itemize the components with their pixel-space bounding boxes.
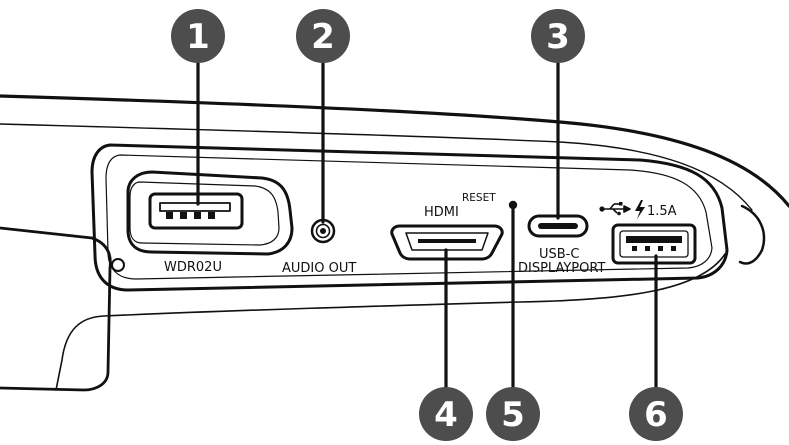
- callout-number-4: 4: [434, 395, 458, 435]
- wdr02u-port: WDR02U: [126, 170, 294, 275]
- label-wdr02u: WDR02U: [164, 260, 222, 275]
- port-panel-outer: [90, 143, 729, 292]
- label-usb-rating: 1.5A: [647, 204, 677, 219]
- hdmi-socket-outer: [390, 224, 504, 261]
- callout-number-5: 5: [501, 395, 525, 435]
- port-panel-inner: [105, 154, 713, 280]
- label-hdmi: HDMI: [424, 205, 459, 220]
- callout-badge-3: 3: [531, 9, 585, 63]
- device-top-edge: [0, 94, 789, 208]
- usb-a-tongue: [626, 236, 682, 243]
- usb-a-socket-outer: [611, 223, 697, 265]
- usb-symbol-icon: [599, 202, 631, 216]
- usb-a-port: 1.5A: [599, 200, 697, 265]
- usb-a-socket-inner: [619, 230, 689, 258]
- callout-number-1: 1: [186, 17, 210, 57]
- hdmi-port: HDMI: [390, 205, 504, 261]
- hdmi-socket-inner: [405, 232, 489, 251]
- callout-badge-5: 5: [486, 387, 540, 441]
- callout-number-3: 3: [546, 17, 570, 57]
- wdr02u-inner-frame: [129, 181, 280, 246]
- callout-badge-4: 4: [419, 387, 473, 441]
- callout-number-6: 6: [644, 395, 668, 435]
- leader-lines: [196, 60, 658, 392]
- callout-badge-6: 6: [629, 387, 683, 441]
- wdr02u-pins: [166, 212, 215, 219]
- audio-out-port: AUDIO OUT: [282, 218, 356, 276]
- audio-jack-inner-ring: [315, 223, 331, 239]
- device-inner-edge: [0, 123, 753, 211]
- audio-jack-hole: [320, 228, 326, 234]
- callout-badge-1: 1: [171, 9, 225, 63]
- device-body: [0, 94, 789, 392]
- usb-a-pins: [632, 246, 676, 251]
- hdmi-tongue: [418, 239, 476, 243]
- reset-button: RESET: [462, 192, 518, 210]
- label-usbc-line2: DISPLAYPORT: [518, 261, 605, 276]
- label-audio-out: AUDIO OUT: [282, 261, 356, 276]
- device-front-face: [55, 253, 726, 391]
- callout-number-2: 2: [311, 17, 335, 57]
- usbc-port: USB-C DISPLAYPORT: [518, 214, 605, 276]
- callout-badge-2: 2: [296, 9, 350, 63]
- reset-pinhole-icon: [508, 200, 518, 210]
- device-right-bumper: [738, 204, 766, 265]
- lightning-bolt-icon: [635, 200, 645, 219]
- callout-badges: 1 2 3 4 5 6: [171, 9, 683, 441]
- housing-screw: [111, 258, 125, 272]
- wdr02u-tongue: [159, 202, 231, 212]
- label-usbc-line1: USB-C: [539, 247, 579, 262]
- label-reset: RESET: [462, 192, 496, 204]
- lens-housing: [0, 226, 112, 392]
- usbc-socket-inner: [538, 223, 578, 229]
- wdr02u-socket: [148, 192, 244, 230]
